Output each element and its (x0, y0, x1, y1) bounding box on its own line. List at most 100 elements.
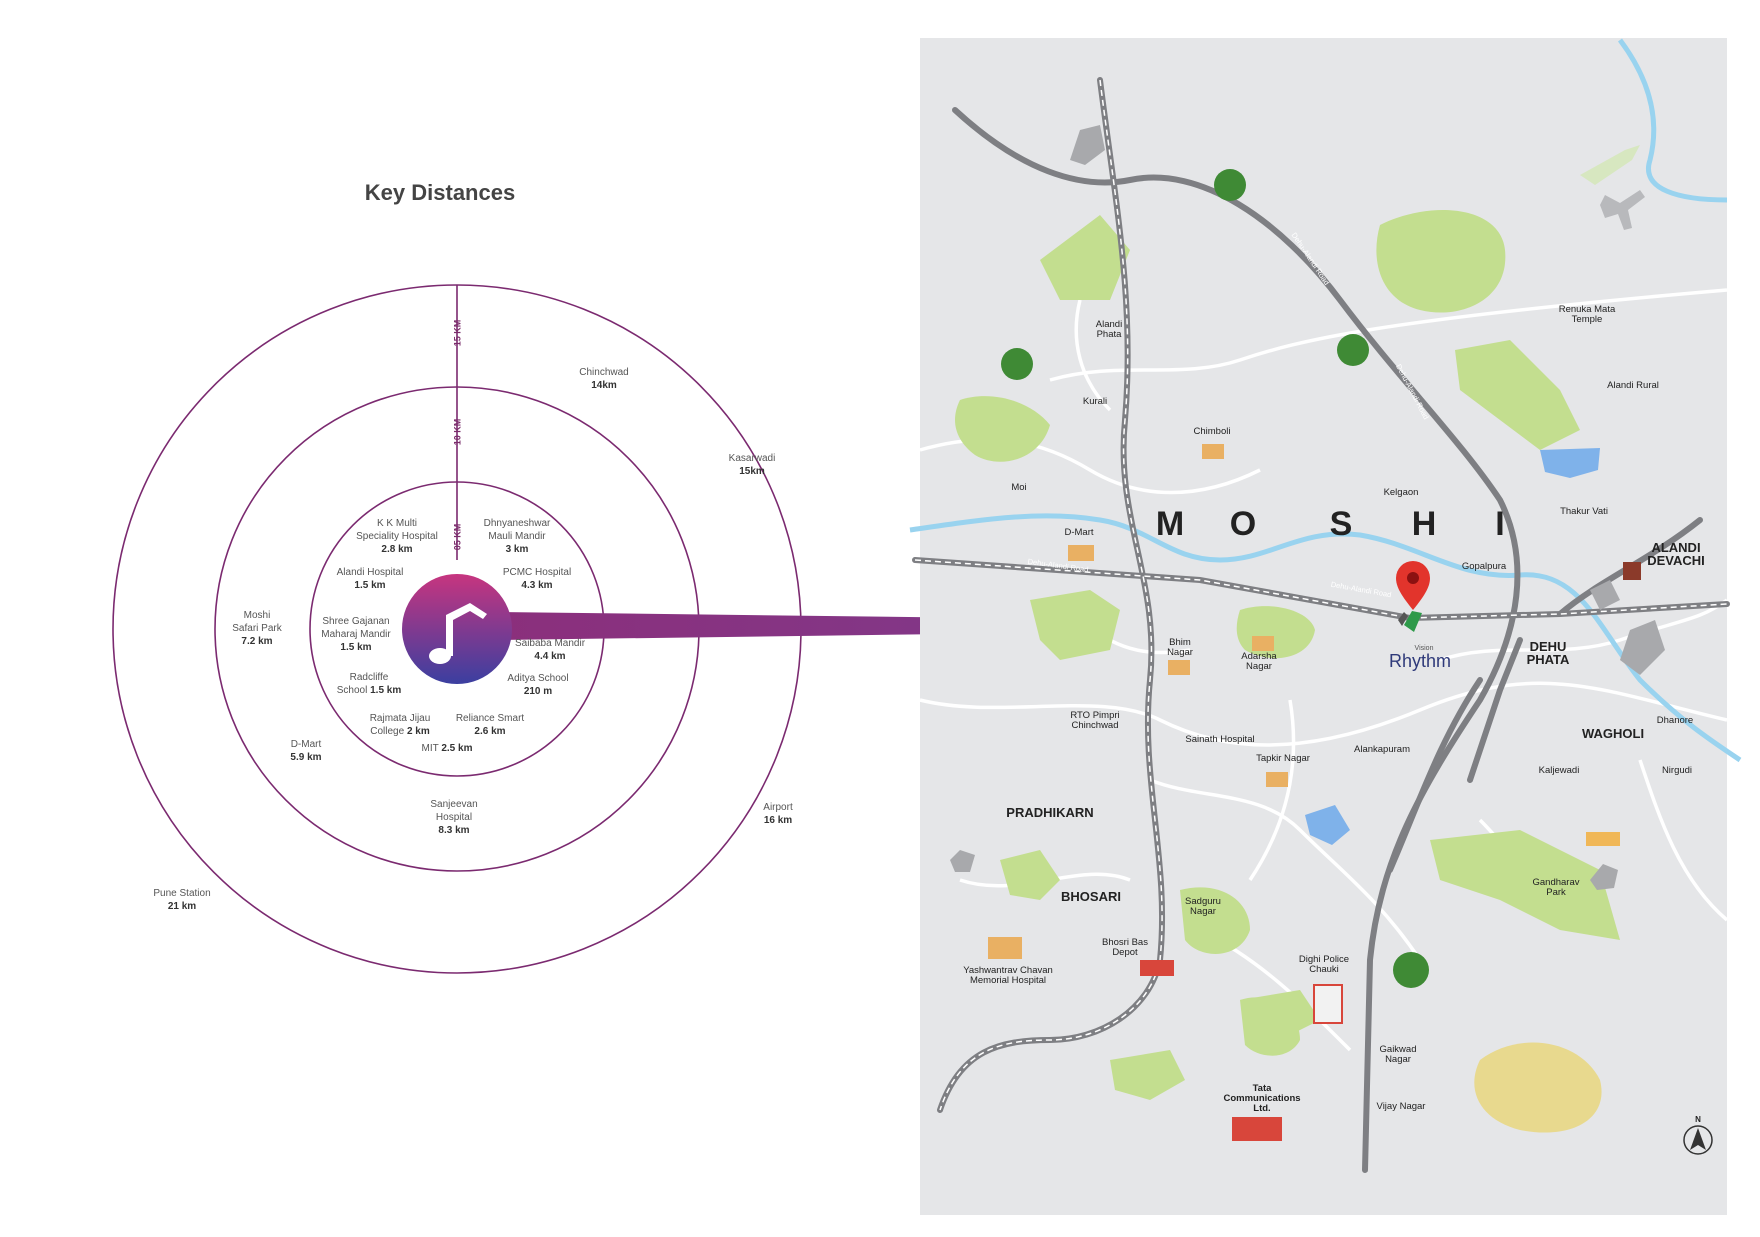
place-label-line: Alandi Rural (1607, 380, 1659, 391)
place-label-line: Depot (1112, 947, 1138, 958)
place-label: Nirgudi (1662, 766, 1692, 776)
place-label: Dhanore (1657, 716, 1693, 726)
place-label-line: Nagar (1246, 661, 1272, 672)
airplane-icon-2 (1580, 145, 1640, 185)
place-label-line: Chauki (1309, 964, 1339, 975)
brand-prefix: Vision (1415, 645, 1434, 652)
distance-value: 5.9 km (290, 752, 322, 763)
distance-value: 21 km (167, 901, 197, 912)
distance-label: MIT 2.5 km (422, 742, 473, 755)
rivers (909, 38, 1742, 763)
distance-place: School (336, 685, 371, 696)
place-label: Alandi Rural (1607, 381, 1659, 391)
brand-prefix-line: Vision (1414, 645, 1434, 652)
region-letter-line: O (1229, 505, 1257, 543)
place-label-line: Bhim (1169, 637, 1191, 648)
place-label-line: Memorial Hospital (969, 975, 1047, 986)
distance-value: 14km (591, 380, 617, 391)
distance-value: 16 km (763, 815, 793, 826)
area-label-line: PHATA (1526, 652, 1570, 667)
page-title: Key Distances (364, 180, 516, 205)
place-label-line: Alankapuram (1354, 744, 1410, 755)
distance-value: 2.8 km (381, 544, 413, 555)
location-pin-icon (1396, 561, 1430, 632)
area-label-line: PRADHIKARN (1006, 805, 1094, 820)
distance-value: 4.3 km (521, 580, 553, 591)
place-label-line: Phata (1096, 329, 1122, 340)
distance-place: Mauli Mandir (488, 531, 546, 542)
place-label-line: Adarsha (1241, 651, 1277, 662)
distance-place: Rajmata Jijau (369, 713, 431, 724)
place-label: Moi (1011, 483, 1026, 493)
place-label-line: Dhanore (1656, 715, 1694, 726)
region-letter: O (1230, 506, 1256, 542)
area-label-line: BHOSARI (1061, 889, 1121, 904)
place-label: Gopalpura (1462, 562, 1506, 572)
area-label-line: WAGHOLI (1581, 726, 1645, 741)
place-label-line: Bhosri Bas (1102, 937, 1148, 948)
place-label: Sainath Hospital (1185, 735, 1254, 745)
distance-place: K K Multi (376, 518, 417, 529)
place-label-line: Nirgudi (1661, 765, 1693, 776)
distance-place: Hospital (435, 812, 473, 823)
distance-value: 2 km (406, 726, 430, 737)
distance-value: 1.5 km (354, 580, 386, 591)
distance-value: 210 m (523, 686, 553, 697)
sand-area (1474, 1042, 1602, 1133)
distance-place: Kasarwadi (728, 453, 776, 464)
buildings (988, 444, 1641, 1141)
place-label-line: Nagar (1385, 1054, 1411, 1065)
place-label: Alankapuram (1354, 745, 1410, 755)
place-label-line: Park (1546, 887, 1566, 898)
place-label: Vijay Nagar (1377, 1102, 1426, 1112)
region-letter: H (1412, 506, 1437, 542)
place-label-line: Thakur Vati (1560, 506, 1608, 517)
place-label-line: Tata (1252, 1083, 1272, 1094)
place-label: Kelgaon (1384, 488, 1419, 498)
rail-tracks (914, 79, 1728, 1111)
distance-value: 1.5 km (340, 642, 372, 653)
place-label-line: Sadguru (1185, 896, 1221, 907)
area-label: BHOSARI (1061, 890, 1121, 903)
place-label: Chimboli (1194, 427, 1231, 437)
hills (950, 125, 1665, 890)
distance-place: Maharaj Mandir (321, 629, 391, 640)
place-label: Thakur Vati (1560, 507, 1608, 517)
place-label-line: Renuka Mata (1558, 304, 1616, 315)
distance-place: Dhnyaneshwar (483, 518, 551, 529)
distance-place: Radcliffe (349, 672, 389, 683)
lake (1540, 448, 1600, 478)
distance-place: Pune Station (153, 888, 211, 899)
area-label-line: DEVACHI (1647, 553, 1705, 568)
place-label-line: Chinchwad (1071, 720, 1119, 731)
compass-icon (1683, 1125, 1713, 1155)
distance-place: Saibaba Mandir (514, 638, 586, 649)
region-letter-line: H (1411, 505, 1437, 543)
region-letter-line: S (1329, 505, 1353, 543)
distance-label: Pune Station 21 km (153, 887, 210, 913)
region-letter-line: M (1155, 505, 1185, 543)
distance-place: Shree Gajanan (322, 616, 390, 627)
area-label: WAGHOLI (1582, 727, 1644, 740)
distance-value: 4.4 km (534, 651, 566, 662)
distance-place: PCMC Hospital (502, 567, 572, 578)
place-label-line: D-Mart (1064, 527, 1094, 538)
region-letter: M (1156, 506, 1184, 542)
place-label-line: Communications (1223, 1093, 1301, 1104)
place-label: Kaljewadi (1539, 766, 1580, 776)
